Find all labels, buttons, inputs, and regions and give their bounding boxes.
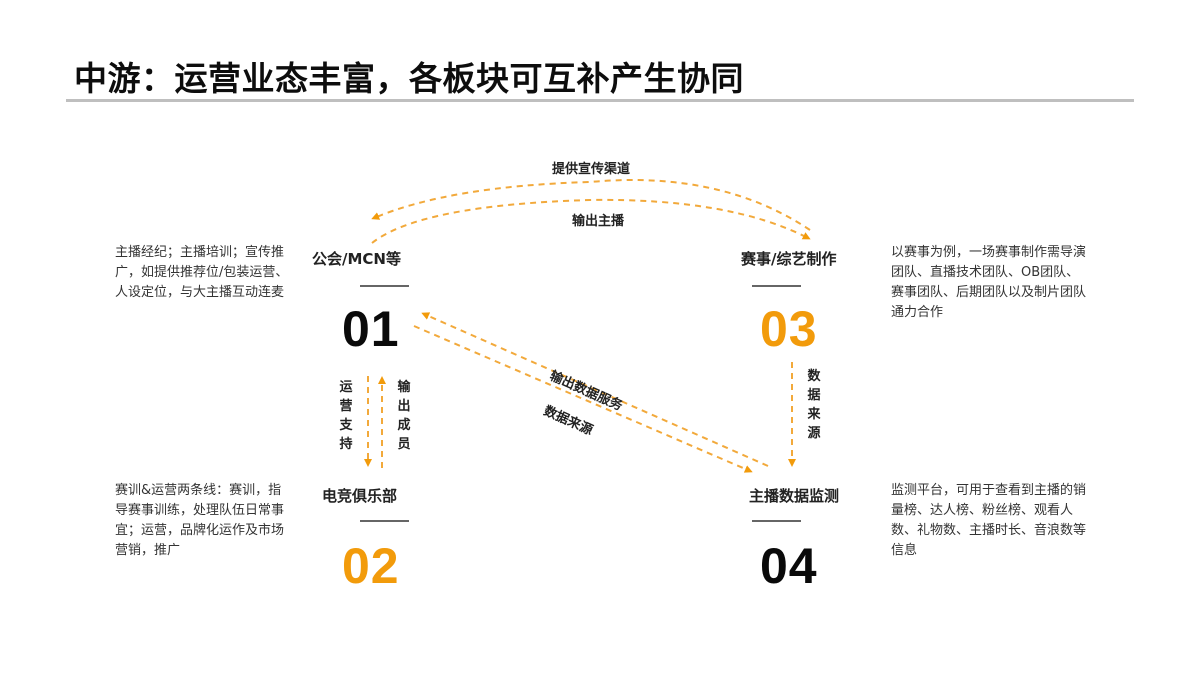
node-02-rule (360, 520, 409, 522)
node-02-description: 赛训&运营两条线：赛训，指导赛事训练，处理队伍日常事宜；运营，品牌化运作及市场营… (115, 483, 285, 558)
arrow-01-to-03 (371, 198, 811, 244)
node-01-description: 主播经纪；主播培训；宣传推广，如提供推荐位/包装运营、人设定位，与大主播互动连麦 (115, 245, 289, 300)
node-02-number: 02 (342, 538, 400, 594)
edge-label-output-members: 输出成员 (397, 380, 411, 452)
node-04-description: 监测平台，可用于查看到主播的销量榜、达人榜、粉丝榜、观看人数、礼物数、主播时长、… (891, 483, 1087, 558)
page-title: 中游：运营业态丰富，各板块可互补产生协同 (74, 59, 744, 98)
edge-label-ops-support: 运营支持 (339, 380, 353, 452)
node-03-rule (752, 285, 801, 287)
node-01-rule (360, 285, 409, 287)
node-04-rule (752, 520, 801, 522)
node-03-number: 03 (760, 301, 818, 357)
title-divider (66, 99, 1134, 102)
node-03-description: 以赛事为例，一场赛事制作需导演团队、直播技术团队、OB团队、赛事团队、后期团队以… (891, 245, 1087, 320)
node-03-label: 赛事/综艺制作 (741, 250, 837, 268)
node-02-label: 电竞俱乐部 (322, 487, 398, 505)
edge-label-data-source-vertical: 数据来源 (807, 369, 821, 441)
arrow-04-to-01 (421, 312, 769, 467)
edge-label-output-streamers: 输出主播 (572, 214, 625, 229)
node-01-number: 01 (342, 301, 400, 357)
arrow-01-to-04 (413, 325, 753, 473)
node-01-label: 公会/MCN等 (312, 250, 401, 268)
edge-label-provide-channels: 提供宣传渠道 (552, 162, 631, 177)
node-04-number: 04 (760, 538, 818, 594)
node-04-label: 主播数据监测 (749, 487, 840, 505)
